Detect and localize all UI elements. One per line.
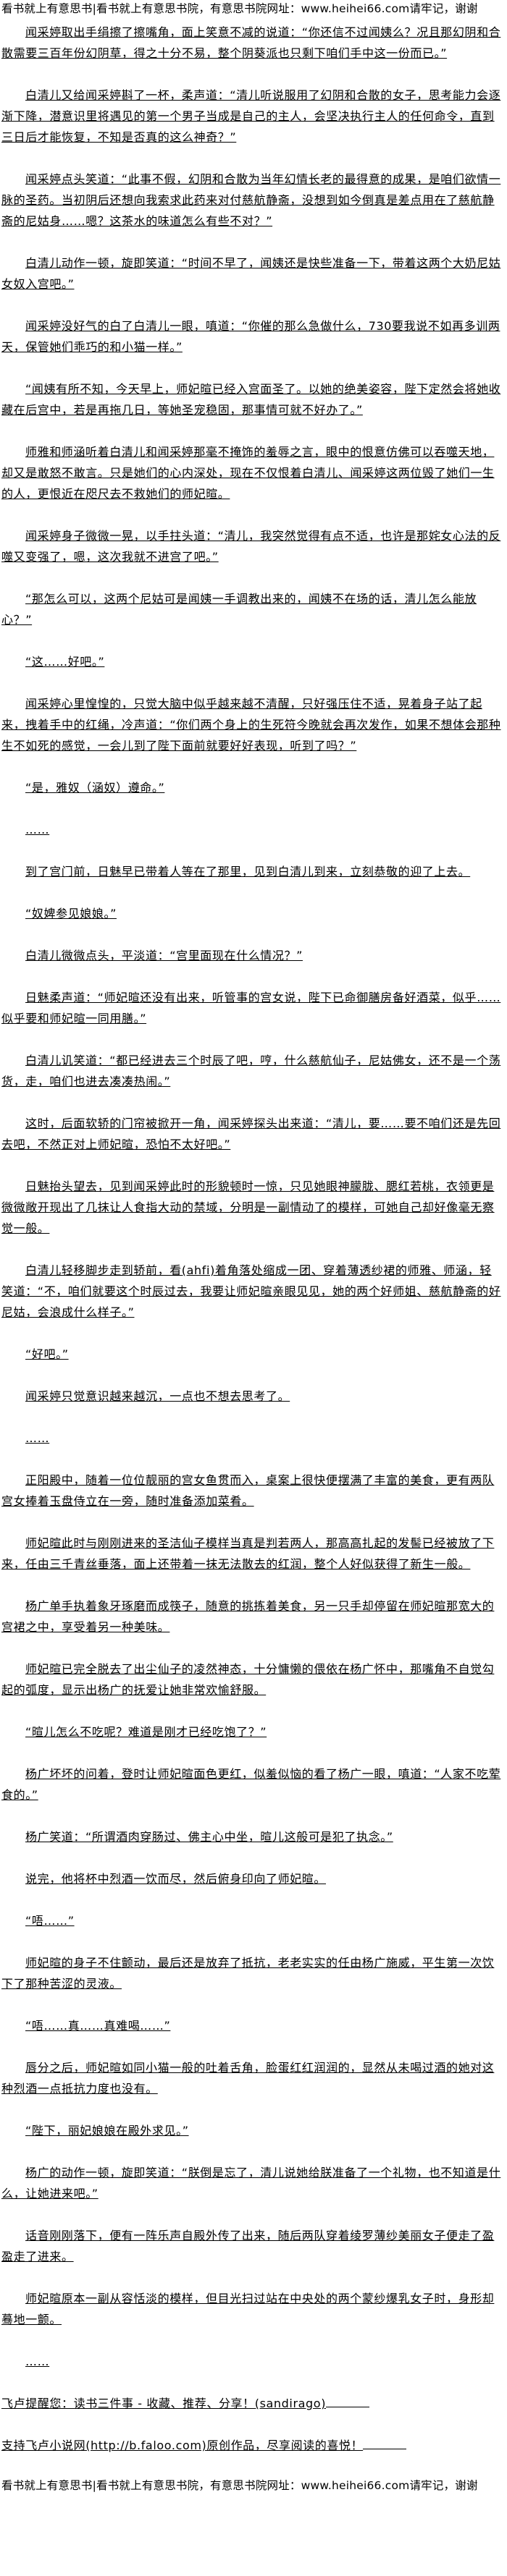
story-paragraph: “是，雅奴（涵奴）遵命。”	[25, 781, 165, 795]
story-paragraph: 正阳殿中，随着一位位靓丽的宫女鱼贯而入，桌案上很快便摆满了丰富的美食，更有两队宫…	[1, 1473, 495, 1508]
story-paragraph: 杨广单手执着象牙琢磨而成筷子，随意的挑拣着美食，另一只手却停留在师妃暄那宽大的宫…	[1, 1599, 495, 1634]
story-paragraph: 这时，后面软轿的门帘被掀开一角，闻采婷探头出来道：“清儿，要……要不咱们还是先回…	[1, 1117, 501, 1151]
story-paragraph: 闻采婷只觉意识越来越沉，一点也不想去思考了。	[25, 1389, 290, 1403]
story-paragraph: 杨广坏坏的问着，登时让师妃暄面色更红，似羞似恼的看了杨广一眼，嗔道：“人家不吃荤…	[1, 1767, 501, 1802]
story-paragraph: 师妃暄的身子不住颤动，最后还是放弃了抵抗，老老实实的任由杨广施威，平生第一次饮下…	[1, 1956, 495, 1991]
story-paragraph: 师妃暄此时与刚刚进来的圣洁仙子模样当真是判若两人，那高高扎起的发髻已经被放了下来…	[1, 1536, 495, 1571]
chapter-content: 闻采婷取出手绢擦了擦嘴角，面上笑意不减的说道：“你还信不过闻姨么？况且那幻阴和合…	[0, 17, 507, 2456]
story-paragraph: 唇分之后，师妃暄如同小猫一般的吐着舌角，脸蛋红红润润的，显然从未喝过酒的她对这种…	[1, 2061, 495, 2096]
story-paragraph: ……	[25, 823, 50, 836]
underline-filler	[363, 2439, 407, 2449]
story-paragraph: ……	[25, 1431, 50, 1445]
story-paragraph: “暄儿怎么不吃呢？难道是刚才已经吃饱了？”	[25, 1725, 267, 1739]
bottom-site-banner: 看书就上有意思书|看书就上有意思书院，有意思书院网址：www.heihei66.…	[1, 2479, 478, 2492]
story-paragraph: 杨广的动作一顿，旋即笑道：“朕倒是忘了，清儿说她给朕准备了一个礼物，也不知道是什…	[1, 2166, 501, 2200]
story-paragraph: “唔……真……真难喝……”	[25, 2019, 171, 2033]
paragraph-list: 闻采婷取出手绢擦了擦嘴角，面上笑意不减的说道：“你还信不过闻姨么？况且那幻阴和合…	[1, 22, 503, 2372]
story-paragraph: 白清儿讥笑道：“都已经进去三个时辰了吧，哼，什么慈航仙子，尼姑佛女，还不是一个荡…	[1, 1054, 501, 1088]
story-paragraph: 日魅柔声道：“师妃暄还没有出来，听管事的宫女说，陛下已命御膳房备好酒菜，似乎………	[1, 991, 501, 1025]
story-paragraph: 闻采婷心里惶惶的，只觉大脑中似乎越来越不清醒，只好强压住不适，晃着身子站了起来，…	[1, 697, 501, 753]
story-paragraph: 白清儿轻移脚步走到轿前，看(ahfi)着角落处缩成一团、穿着薄透纱裙的师雅、师涵…	[1, 1263, 501, 1319]
story-paragraph: 闻采婷取出手绢擦了擦嘴角，面上笑意不减的说道：“你还信不过闻姨么？况且那幻阴和合…	[1, 25, 501, 60]
underline-filler	[326, 2397, 370, 2407]
story-paragraph: “唔……”	[25, 1914, 75, 1928]
story-paragraph: 到了宫门前，日魅早已带着人等在了那里，见到白清儿到来，立刻恭敬的迎了上去。	[25, 865, 471, 878]
story-paragraph: 说完，他将杯中烈酒一饮而尽，然后俯身印向了师妃暄。	[25, 1872, 327, 1886]
story-paragraph: 师妃暄已完全脱去了出尘仙子的凌然神态，十分慵懒的偎依在杨广怀中，那嘴角不自觉勾起…	[1, 1662, 495, 1697]
story-paragraph: 话音刚刚落下，便有一阵乐声自殿外传了出来，随后两队穿着绫罗薄纱美丽女子便走了盈盈…	[1, 2229, 495, 2263]
story-paragraph: 闻采婷没好气的白了白清儿一眼，嗔道：“你催的那么急做什么，730要我说不如再多训…	[1, 319, 500, 354]
story-paragraph: 日魅抬头望去，见到闻采婷此时的形貌顿时一惊，只见她眼神朦胧、腮红若桃，衣领更是微…	[1, 1179, 495, 1235]
story-paragraph: 师雅和师涵听着白清儿和闻采婷那毫不掩饰的羞辱之言，眼中的恨意仿佛可以吞噬天地，却…	[1, 445, 495, 501]
story-paragraph: 白清儿微微点头，平淡道：“宫里面现在什么情况？”	[25, 949, 303, 962]
site-banner: 看书就上有意思书|看书就上有意思书院，有意思书院网址：www.heihei66.…	[1, 2, 478, 15]
story-paragraph: 闻采婷点头笑道：“此事不假，幻阴和合散为当年幻情长老的最得意的成果，是咱们欲情一…	[1, 172, 501, 228]
story-paragraph: 闻采婷身子微微一晃，以手拄头道：“清儿，我突然觉得有点不适，也许是那姹女心法的反…	[1, 529, 501, 564]
faloo-support-link[interactable]: 支持飞卢小说网(http://b.faloo.com)原创作品，尽享阅读的喜悦！	[1, 2435, 503, 2456]
story-paragraph: “好吧。”	[25, 1347, 69, 1361]
story-paragraph: 白清儿又给闻采婷斟了一杯，柔声道：“清儿听说服用了幻阴和合散的女子，思考能力会逐…	[1, 88, 501, 144]
story-paragraph: “奴婢参见娘娘。”	[25, 907, 117, 920]
story-paragraph: 师妃暄原本一副从容恬淡的模样，但目光扫过站在中央处的两个蒙纱爆乳女子时，身形却蓦…	[1, 2292, 495, 2326]
story-paragraph: “陛下，丽妃娘娘在殿外求见。”	[25, 2124, 189, 2138]
story-paragraph: “闻姨有所不知，今天早上，师妃暄已经入宫面圣了。以她的绝美姿容，陛下定然会将她收…	[1, 382, 501, 417]
story-paragraph: “这……好吧。”	[25, 655, 105, 669]
faloo-reminder: 飞卢提醒您：读书三件事 - 收藏、推荐、分享！(sandirago)	[1, 2393, 503, 2414]
faloo-support-text[interactable]: 支持飞卢小说网(http://b.faloo.com)原创作品，尽享阅读的喜悦！	[1, 2439, 364, 2452]
story-paragraph: 杨广笑道：“所谓酒肉穿肠过、佛主心中坐，暄儿这般可是犯了执念。”	[25, 1830, 393, 1844]
story-paragraph: “那怎么可以，这两个尼姑可是闻姨一手调教出来的，闻姨不在场的话，清儿怎么能放心？…	[1, 592, 477, 627]
story-paragraph: 白清儿动作一顿，旋即笑道：“时间不早了，闻姨还是快些准备一下，带着这两个大奶尼姑…	[1, 256, 501, 291]
faloo-reminder-text: 飞卢提醒您：读书三件事 - 收藏、推荐、分享！(sandirago)	[1, 2397, 327, 2410]
story-paragraph: ……	[25, 2355, 50, 2368]
